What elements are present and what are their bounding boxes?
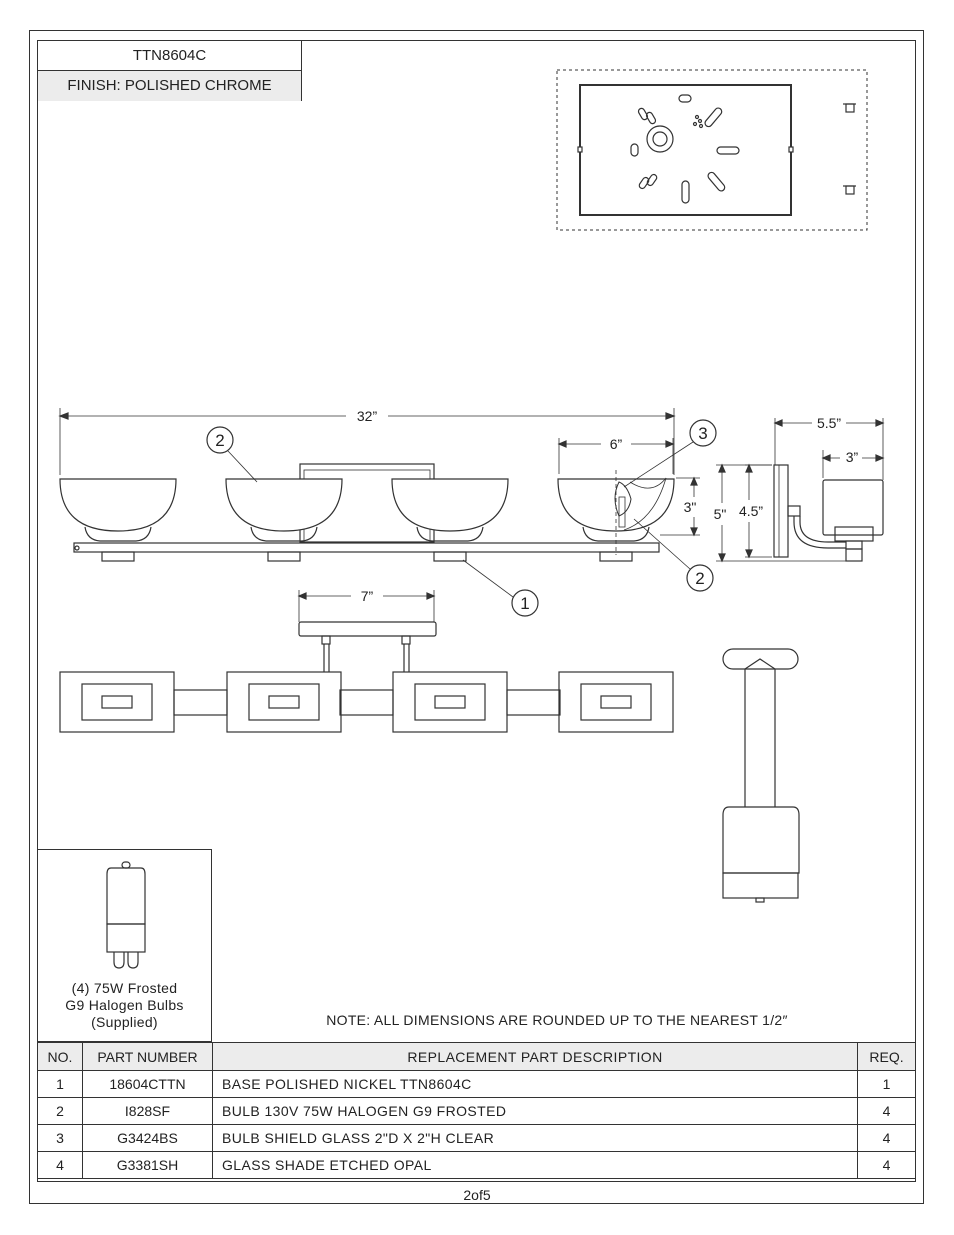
mounting-plate bbox=[579, 84, 792, 216]
bulb-caption-line3: (Supplied) bbox=[91, 1014, 158, 1030]
mounting-screw-top bbox=[843, 103, 856, 113]
parts-table: NO. PART NUMBER REPLACEMENT PART DESCRIP… bbox=[37, 1042, 916, 1179]
detail-dashed-frame bbox=[556, 69, 868, 231]
dimension-backplate-height: 4.5” bbox=[739, 503, 763, 519]
row-part-number: 18604CTTN bbox=[82, 1070, 213, 1098]
finish-label: FINISH: POLISHED CHROME bbox=[38, 71, 301, 101]
dimension-spacing: 7” bbox=[361, 588, 374, 604]
callout-3: 3 bbox=[698, 424, 707, 443]
row-part-number: G3424BS bbox=[82, 1124, 213, 1152]
table-row: 4 G3381SH GLASS SHADE ETCHED OPAL 4 bbox=[37, 1151, 916, 1179]
dimension-overall-width: 32” bbox=[357, 408, 378, 424]
bulb-caption: (4) 75W Frosted G9 Halogen Bulbs (Suppli… bbox=[38, 980, 211, 1031]
front-elevation: 32” 6” 3" 2 3 bbox=[58, 408, 717, 617]
row-description: BULB 130V 75W HALOGEN G9 FROSTED bbox=[212, 1097, 858, 1125]
bulb-caption-line2: G9 Halogen Bulbs bbox=[65, 997, 184, 1013]
row-part-number: I828SF bbox=[82, 1097, 213, 1125]
row-no: 2 bbox=[37, 1097, 83, 1125]
dimension-shade-width: 6” bbox=[610, 436, 623, 452]
table-row: 3 G3424BS BULB SHIELD GLASS 2"D X 2"H CL… bbox=[37, 1124, 916, 1152]
callout-2-left: 2 bbox=[215, 431, 224, 450]
header-req: REQ. bbox=[857, 1042, 916, 1071]
page-number: 2of5 bbox=[463, 1187, 491, 1203]
dimension-side-shade-width: 3” bbox=[846, 449, 859, 465]
title-block: TTN8604C FINISH: POLISHED CHROME bbox=[37, 40, 302, 101]
parts-table-header: NO. PART NUMBER REPLACEMENT PART DESCRIP… bbox=[37, 1042, 916, 1071]
header-description: REPLACEMENT PART DESCRIPTION bbox=[212, 1042, 858, 1071]
dimension-extension: 5.5” bbox=[817, 415, 841, 431]
bulb-caption-line1: (4) 75W Frosted bbox=[71, 980, 178, 996]
header-no: NO. bbox=[37, 1042, 83, 1071]
fixture-bar bbox=[73, 542, 660, 553]
outer-frame bbox=[29, 30, 924, 1204]
row-req: 4 bbox=[857, 1124, 916, 1152]
row-description: GLASS SHADE ETCHED OPAL bbox=[212, 1151, 858, 1179]
table-row: 2 I828SF BULB 130V 75W HALOGEN G9 FROSTE… bbox=[37, 1097, 916, 1125]
glass-shade bbox=[59, 478, 177, 562]
callout-1: 1 bbox=[520, 594, 529, 613]
row-description: BULB SHIELD GLASS 2"D X 2"H CLEAR bbox=[212, 1124, 858, 1152]
table-row: 1 18604CTTN BASE POLISHED NICKEL TTN8604… bbox=[37, 1070, 916, 1098]
plan-view: 7” bbox=[59, 588, 674, 733]
dimensions-note: NOTE: ALL DIMENSIONS ARE ROUNDED UP TO T… bbox=[326, 1012, 788, 1028]
callout-2-right: 2 bbox=[695, 569, 704, 588]
row-part-number: G3381SH bbox=[82, 1151, 213, 1179]
row-req: 4 bbox=[857, 1151, 916, 1179]
plan-shade bbox=[226, 671, 342, 733]
inner-frame bbox=[37, 40, 916, 1182]
dimension-shade-height: 3" bbox=[684, 499, 697, 515]
row-no: 1 bbox=[37, 1070, 83, 1098]
glass-shade bbox=[391, 478, 509, 562]
row-req: 4 bbox=[857, 1097, 916, 1125]
row-description: BASE POLISHED NICKEL TTN8604C bbox=[212, 1070, 858, 1098]
row-no: 4 bbox=[37, 1151, 83, 1179]
plan-shade bbox=[59, 671, 175, 733]
bulb-info-box: (4) 75W Frosted G9 Halogen Bulbs (Suppli… bbox=[37, 849, 212, 1042]
mounting-plate-detail bbox=[556, 69, 868, 231]
header-part-number: PART NUMBER bbox=[82, 1042, 213, 1071]
row-no: 3 bbox=[37, 1124, 83, 1152]
mounting-screw-bottom bbox=[843, 185, 856, 195]
side-elevation: 5.5” 3” 4.5” 5" bbox=[714, 415, 885, 563]
glass-shade bbox=[225, 478, 343, 562]
plan-shade bbox=[558, 671, 674, 733]
dimension-overall-height: 5" bbox=[714, 506, 727, 522]
plan-shade bbox=[392, 671, 508, 733]
side-backplate bbox=[773, 464, 789, 558]
model-number: TTN8604C bbox=[38, 41, 301, 71]
end-view bbox=[722, 648, 800, 903]
row-req: 1 bbox=[857, 1070, 916, 1098]
halogen-bulb-icon bbox=[106, 861, 146, 969]
